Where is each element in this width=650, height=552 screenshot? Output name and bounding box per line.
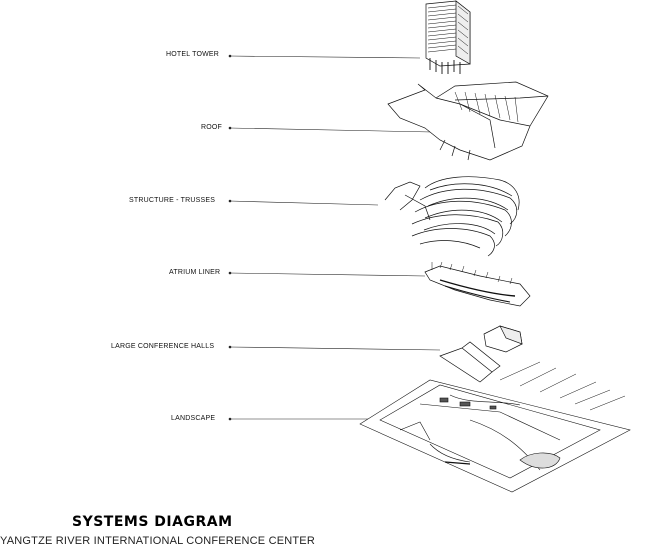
- leader-large-conference-halls: [229, 346, 441, 351]
- atrium-liner-drawing: [424, 261, 531, 307]
- leader-hotel-tower: [229, 55, 421, 59]
- leader-atrium-liner: [229, 272, 426, 277]
- label-large-conference-halls: LARGE CONFERENCE HALLS: [111, 343, 215, 350]
- hotel-tower-drawing: [425, 0, 471, 74]
- conference-halls-drawing: [439, 325, 523, 383]
- diagram-subtitle: YANGTZE RIVER INTERNATIONAL CONFERENCE C…: [0, 535, 315, 547]
- roof-drawing: [387, 81, 549, 161]
- landscape-drawing: [359, 361, 631, 493]
- label-atrium-liner: ATRIUM LINER: [169, 269, 221, 276]
- label-roof: ROOF: [201, 124, 223, 131]
- label-structure-trusses: STRUCTURE - TRUSSES: [129, 197, 216, 204]
- label-landscape: LANDSCAPE: [171, 415, 216, 422]
- leader-structure-trusses: [229, 200, 379, 206]
- label-hotel-tower: HOTEL TOWER: [166, 51, 220, 58]
- leader-roof: [229, 127, 433, 133]
- diagram-title: SYSTEMS DIAGRAM: [72, 514, 233, 530]
- trusses-drawing: [384, 176, 520, 257]
